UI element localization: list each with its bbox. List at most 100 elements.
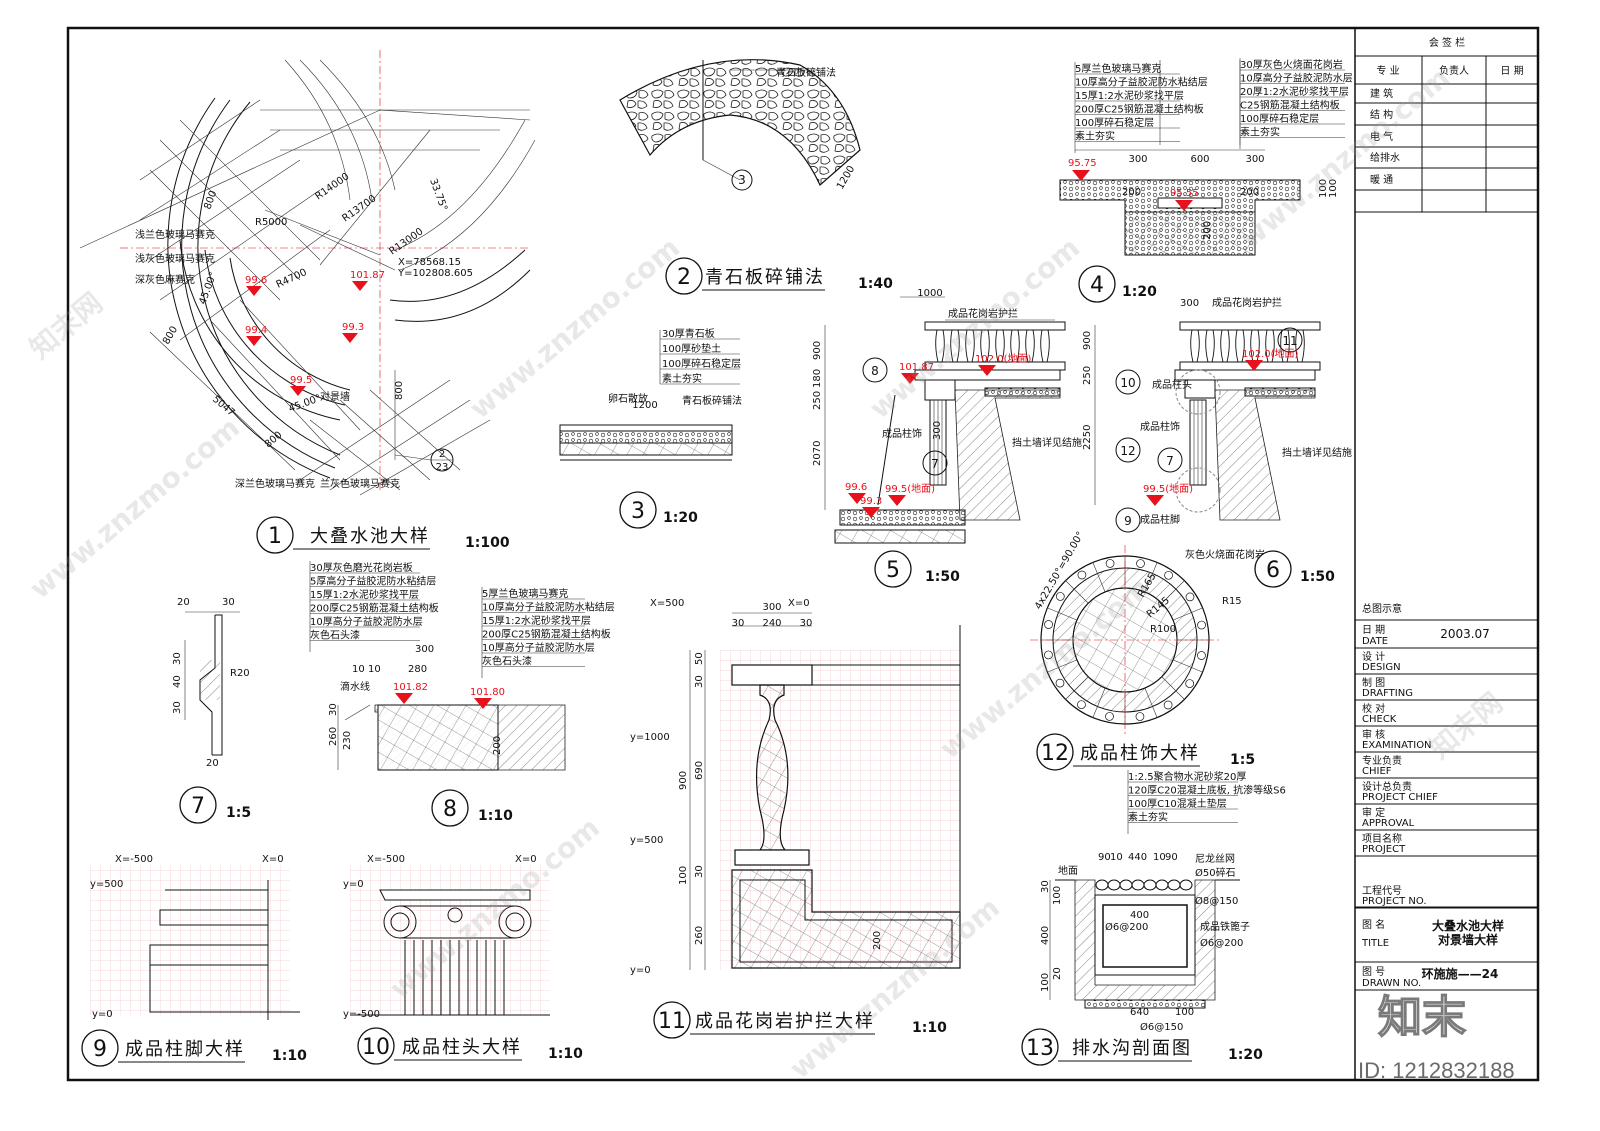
d5-label-railing: 成品花岗岩护拦 (948, 307, 1018, 320)
tb-field-en: DRAFTING (1362, 688, 1413, 699)
detail-number-circle (1254, 550, 1292, 588)
sign-table: 会 签 栏 专 业 负责人 日 期 建 筑 结 构 电 气 给排水 暖 通 (1355, 36, 1538, 213)
detail-title: 成品柱头大样 (402, 1037, 522, 1058)
d12-dim-r15: R15 (1222, 596, 1242, 607)
svg-text:101.87: 101.87 (899, 362, 934, 373)
detail-title: 青石板碎铺法 (705, 267, 825, 288)
level-mark: 99.4 (245, 325, 267, 346)
plan1-dim-800-b: 800 (161, 324, 180, 346)
plan1-label-feature-wall: 对景墙 (320, 390, 350, 403)
sign-row-structure: 结 构 (1370, 108, 1393, 121)
svg-text:95.55: 95.55 (1170, 188, 1199, 199)
drawing-no-label-cn: 图 号 (1362, 966, 1385, 978)
level-mark: 101.80 (470, 687, 505, 709)
layer-note: 30厚灰色磨光花岗岩板 (310, 561, 413, 574)
pebble (1095, 879, 1109, 891)
svg-text:99.3: 99.3 (860, 496, 882, 507)
plan1-dim-r14000: R14000 (313, 171, 351, 202)
d6-dim-300: 300 (1180, 298, 1199, 309)
general-plan-label: 总图示意 (1362, 602, 1402, 615)
detail-number: 13 (1026, 1036, 1054, 1061)
tb-field-en: PROJECT NO. (1362, 896, 1427, 907)
level-mark: 99.3 (860, 496, 882, 518)
flute-groove (1135, 712, 1145, 721)
detail-scale: 1:50 (1300, 569, 1335, 585)
d4-dim-200-a: 200 (1122, 187, 1141, 198)
flute-groove (1044, 620, 1053, 629)
d13-dim-10-a: 10 (1110, 852, 1123, 863)
detail-number: 8 (443, 797, 457, 822)
detail-12-column-plan: 4x22.50°=90.00° R165 R145 R100 R15 灰色火烧面… (1030, 530, 1265, 735)
flute-groove (1185, 679, 1195, 688)
date-value: 2003.07 (1440, 627, 1490, 641)
pebble (1179, 879, 1193, 891)
d3-left-label: 卵石散放 (608, 392, 648, 405)
d7-dim-r20: R20 (230, 668, 250, 679)
d13-dim-100-b: 100 (1040, 973, 1051, 992)
sheet-border (66, 26, 1540, 1082)
d5-ref-7: 7 (931, 457, 939, 471)
d11-dim-30-d: 30 (694, 865, 705, 878)
d4-dim-100-b: 100 (1328, 179, 1339, 198)
flute-groove (1197, 651, 1206, 660)
svg-text:99.5: 99.5 (290, 375, 312, 386)
detail-number-circle (665, 257, 703, 295)
d13-label-mesh: 尼龙丝网 (1195, 852, 1235, 865)
detail-4-pool-section: 5厚兰色玻璃马赛克10厚高分子益胶泥防水粘结层15厚1:2水泥砂浆找平层200厚… (1059, 58, 1353, 256)
detail-number-circle (357, 1027, 395, 1065)
flute-ray (1047, 607, 1078, 621)
svg-text:99.6: 99.6 (245, 275, 267, 286)
tb-field-cn: 设计总负责 (1362, 780, 1412, 793)
d4-dim-600: 600 (1190, 154, 1209, 165)
flute-ray (1047, 659, 1078, 673)
d9-x-right: X=0 (262, 854, 284, 865)
layer-note: 15厚1:2水泥砂浆找平层 (1075, 89, 1184, 102)
d5-dim-900: 900 (812, 341, 823, 360)
svg-text:101.87: 101.87 (350, 270, 385, 281)
layer-note: C25钢筋混凝土结构板 (1240, 99, 1340, 112)
svg-text:102.0(地面): 102.0(地面) (975, 352, 1032, 365)
layer-note: 15厚1:2水泥砂浆找平层 (482, 614, 591, 627)
layer-note: 15厚1:2水泥砂浆找平层 (310, 588, 419, 601)
flute-ray (1172, 659, 1203, 673)
detail-7-profile: 20 30 30 40 30 20 R20 (172, 597, 250, 769)
flute-groove (1197, 620, 1206, 630)
d7-dim-30-b: 30 (172, 701, 183, 714)
detail-1-pool-plan: 2 23 浅兰色玻璃马赛克 浅灰色玻璃马赛克 深灰色麻赛克 深兰色玻璃马赛克 兰… (79, 50, 536, 496)
flute-ray (1161, 676, 1185, 700)
d10-x-right: X=0 (515, 854, 537, 865)
layer-note: 10厚高分子益胶泥防水粘结层 (482, 601, 615, 614)
layer-note: 10厚高分子益胶泥防水粘结层 (1075, 76, 1208, 89)
level-mark: 95.75 (1068, 158, 1097, 181)
layer-note: 200厚C25钢筋混凝土结构板 (1075, 103, 1204, 116)
d8-dim-30: 30 (328, 703, 339, 716)
d11-dim-690: 690 (694, 761, 705, 780)
tb-field-cn: 校 对 (1362, 702, 1385, 715)
d7-dim-30-a: 30 (172, 652, 183, 665)
d12-dim-r100: R100 (1150, 624, 1176, 635)
flute-ray (1065, 580, 1089, 604)
tb-field-en: PROJECT CHIEF (1362, 792, 1438, 803)
d8-dim-10-a: 10 (352, 664, 365, 675)
d4-dim-200-v: 200 (1202, 221, 1213, 240)
d12-label: 灰色火烧面花岗岩 (1185, 548, 1265, 561)
d11-x-right: X=0 (788, 598, 810, 609)
level-mark: 99.6 (845, 482, 867, 504)
d5-dim-2070: 2070 (812, 441, 823, 466)
d6-dim-2250: 2250 (1082, 425, 1093, 450)
d13-dim-640: 640 (1130, 1007, 1149, 1018)
d4-dim-300-right: 300 (1245, 154, 1264, 165)
detail-scale: 1:20 (1228, 1047, 1263, 1063)
tb-field-cn: 工程代号 (1362, 885, 1402, 897)
detail-number: 6 (1266, 558, 1280, 583)
d13-dim-400-v: 400 (1040, 926, 1051, 945)
d6-ref-11: 11 (1282, 334, 1297, 348)
d11-dim-240: 240 (762, 618, 781, 629)
detail-title: 排水沟剖面图 (1072, 1038, 1192, 1059)
detail-number-circle (874, 550, 912, 588)
d13-dim-400-h: 400 (1130, 910, 1149, 921)
sign-row-hvac: 暖 通 (1370, 173, 1393, 186)
d8-dim-280: 280 (408, 664, 427, 675)
sign-header-person: 负责人 (1439, 64, 1469, 77)
